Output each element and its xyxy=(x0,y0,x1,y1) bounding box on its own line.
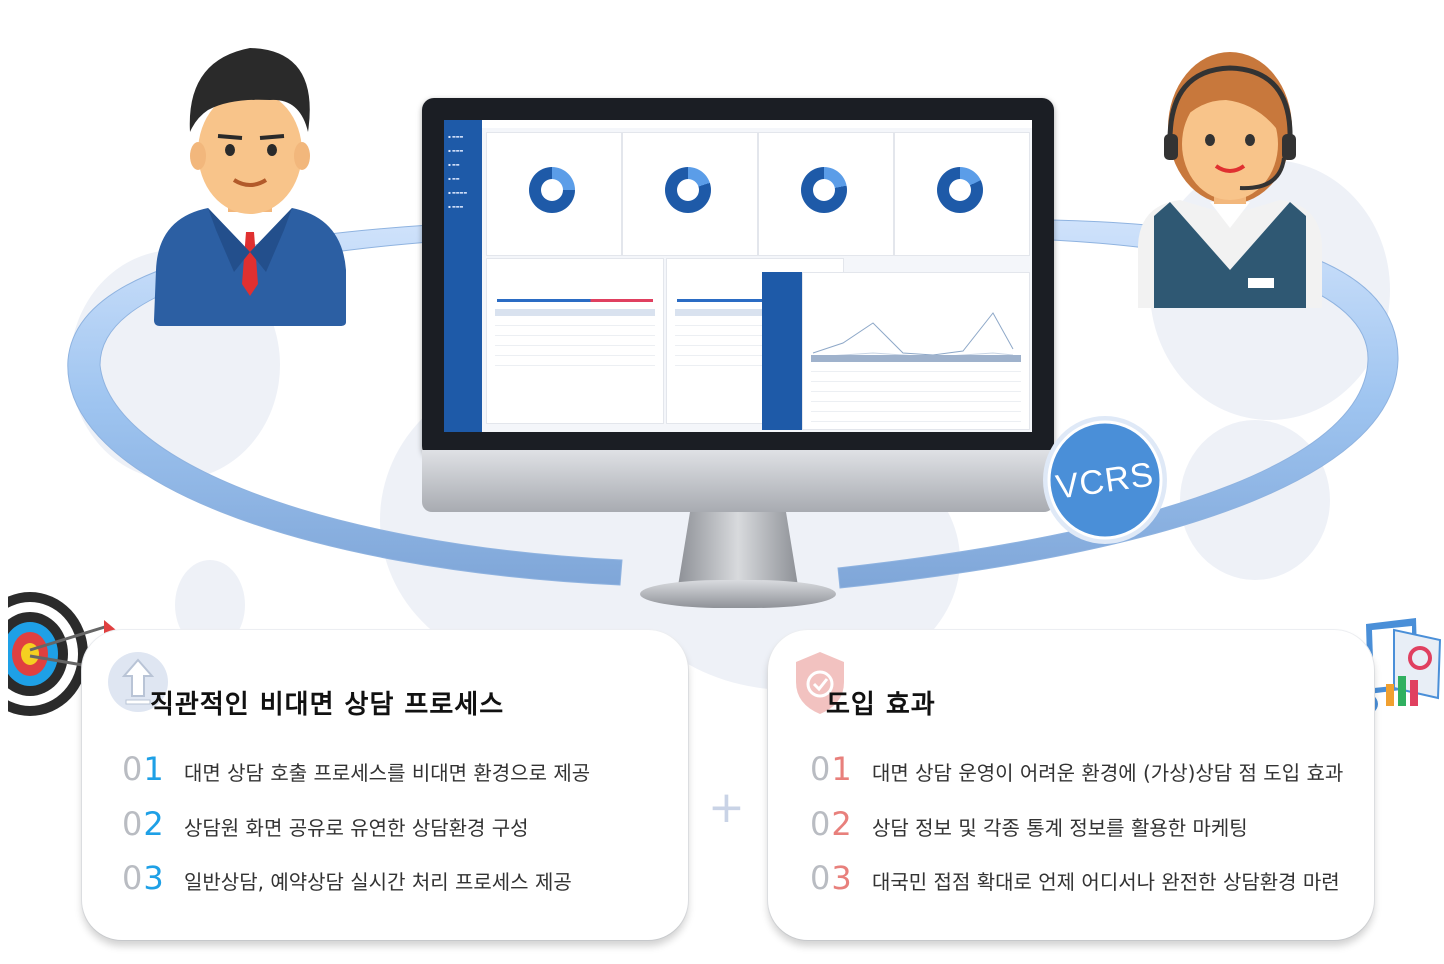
stat-card xyxy=(894,132,1030,256)
chart-card xyxy=(802,272,1030,430)
plus-sign: + xyxy=(708,782,745,833)
donut-chart xyxy=(937,167,983,213)
stat-card xyxy=(758,132,894,256)
right-feature-card: 도입 효과 01 대면 상담 운영이 어려운 환경에 (가상)상담 점 도입 효… xyxy=(768,630,1374,940)
item-text: 대면 상담 운영이 어려운 환경에 (가상)상담 점 도입 효과 xyxy=(872,761,1344,785)
donut-chart xyxy=(801,167,847,213)
popup-sidebar xyxy=(762,272,802,430)
monitor-base xyxy=(640,580,836,608)
monitor-chin xyxy=(422,450,1054,512)
monitor-stand xyxy=(678,512,798,586)
left-list-item: 01 대면 상담 호출 프로세스를 비대면 환경으로 제공 xyxy=(122,750,590,788)
item-text: 상담 정보 및 각종 통계 정보를 활용한 마케팅 xyxy=(872,816,1248,840)
right-list-item: 01 대면 상담 운영이 어려운 환경에 (가상)상담 점 도입 효과 xyxy=(810,750,1343,788)
right-list-item: 02 상담 정보 및 각종 통계 정보를 활용한 마케팅 xyxy=(810,805,1248,843)
upload-arrow-icon xyxy=(108,652,168,712)
left-list-item: 03 일반상담, 예약상담 실시간 처리 프로세스 제공 xyxy=(122,859,572,897)
item-text: 상담원 화면 공유로 유연한 상담환경 구성 xyxy=(184,816,529,840)
man-avatar xyxy=(154,48,346,326)
item-text: 대면 상담 호출 프로세스를 비대면 환경으로 제공 xyxy=(184,761,591,785)
operator-avatar xyxy=(1138,52,1322,308)
right-card-title: 도입 효과 xyxy=(826,690,936,720)
item-number: 01 xyxy=(122,750,165,788)
left-list-item: 02 상담원 화면 공유로 유연한 상담환경 구성 xyxy=(122,805,529,843)
item-number: 02 xyxy=(122,805,165,843)
item-number: 03 xyxy=(122,859,165,897)
stat-card xyxy=(486,132,622,256)
vcrs-badge-icon xyxy=(1043,416,1167,544)
item-text: 일반상담, 예약상담 실시간 처리 프로세스 제공 xyxy=(184,870,572,894)
stat-card xyxy=(622,132,758,256)
right-list-item: 03 대국민 접점 확대로 언제 어디서나 완전한 상담환경 마련 xyxy=(810,859,1340,897)
item-text: 대국민 접점 확대로 언제 어디서나 완전한 상담환경 마련 xyxy=(872,870,1340,894)
donut-chart xyxy=(529,167,575,213)
item-number: 03 xyxy=(810,859,853,897)
item-number: 01 xyxy=(810,750,853,788)
monitor: ▪ ▬▬▬ ▪ ▬▬▬ ▪ ▬▬ ▪ ▬▬ ▪ ▬▬▬▬ ▪ ▬▬▬ xyxy=(422,98,1054,516)
dashboard-screen: ▪ ▬▬▬ ▪ ▬▬▬ ▪ ▬▬ ▪ ▬▬ ▪ ▬▬▬▬ ▪ ▬▬▬ xyxy=(444,120,1032,432)
shield-check-icon xyxy=(796,652,844,714)
dashboard-sidebar: ▪ ▬▬▬ ▪ ▬▬▬ ▪ ▬▬ ▪ ▬▬ ▪ ▬▬▬▬ ▪ ▬▬▬ xyxy=(444,120,482,432)
item-number: 02 xyxy=(810,805,853,843)
dashboard-topbar xyxy=(482,120,1032,128)
table-card xyxy=(486,258,664,424)
left-feature-card: 직관적인 비대면 상담 프로세스 01 대면 상담 호출 프로세스를 비대면 환… xyxy=(82,630,688,940)
donut-chart xyxy=(665,167,711,213)
left-card-title: 직관적인 비대면 상담 프로세스 xyxy=(150,690,505,720)
